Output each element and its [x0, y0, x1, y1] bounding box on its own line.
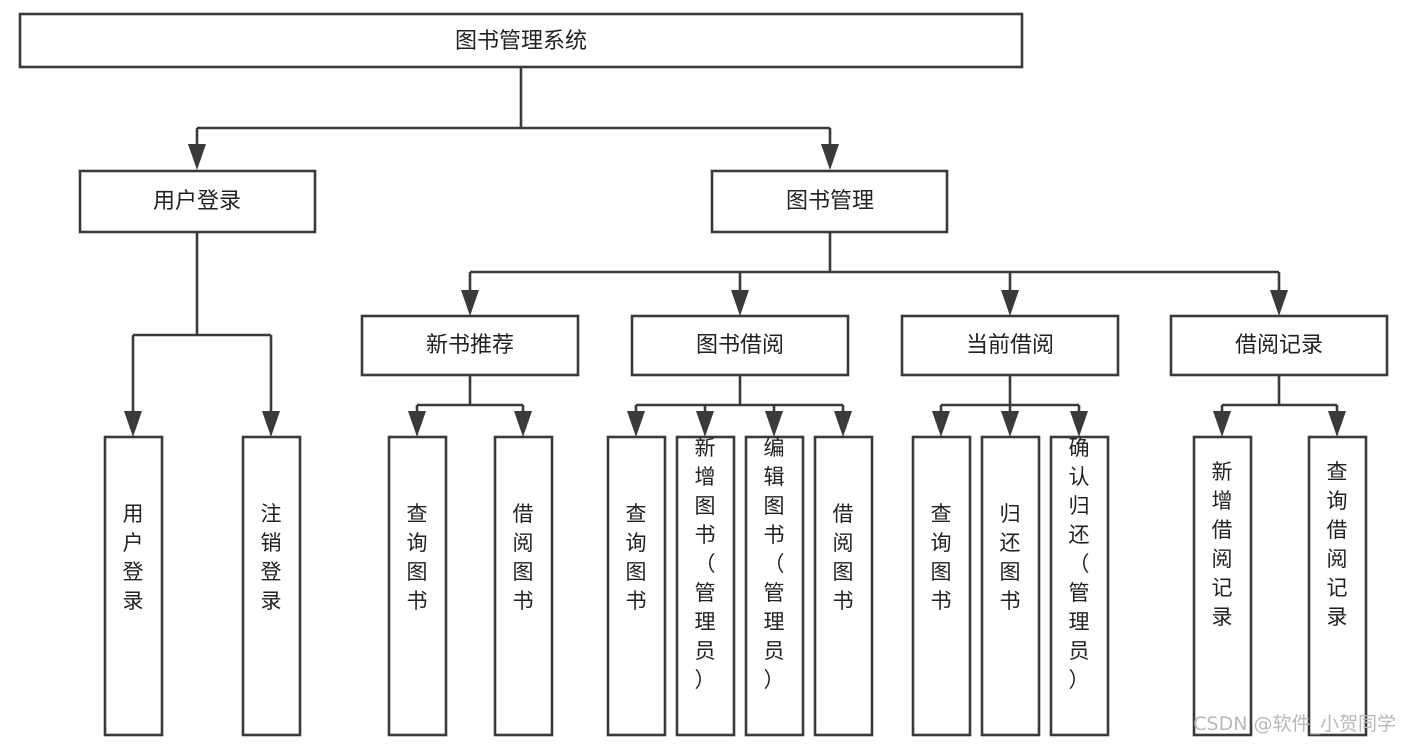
- leaf-add-book-box[interactable]: [675, 435, 736, 737]
- leaf-return-book-box[interactable]: [980, 435, 1041, 737]
- leaf-add-record[interactable]: 新增借阅记录: [1192, 435, 1253, 737]
- node-user-login-box[interactable]: [78, 169, 317, 234]
- leaf-borrow-book-1[interactable]: 借阅图书: [493, 435, 554, 737]
- leaf-return-book[interactable]: 归还图书: [980, 435, 1041, 737]
- connector-group-borrow-record: [1213, 375, 1346, 437]
- node-book-borrow-box[interactable]: [630, 314, 850, 377]
- node-book-borrow-label: 图书借阅: [696, 333, 784, 358]
- arrow-icon-to-leaf-logout-login: [262, 411, 280, 437]
- arrow-icon-to-leaf-borrow-book-2: [834, 411, 852, 437]
- arrow-icon-to-leaf-confirm-return: [1070, 411, 1088, 437]
- leaf-query-record-box[interactable]: [1307, 435, 1368, 737]
- leaf-user-login[interactable]: 用户登录: [103, 435, 164, 737]
- leaf-query-record-label: 查询借阅记录: [1327, 460, 1348, 629]
- arrow-icon-to-leaf-user-login: [124, 411, 142, 437]
- arrow-icon-to-leaf-add-record: [1213, 411, 1231, 437]
- connector-group-new-book-recommend: [408, 375, 532, 437]
- node-new-book-recommend-box[interactable]: [360, 314, 580, 377]
- leaf-borrow-book-2[interactable]: 借阅图书: [813, 435, 874, 737]
- leaf-edit-book[interactable]: 编辑图书（管理员）: [744, 435, 805, 737]
- leaf-borrow-book-1-label: 借阅图书: [513, 502, 534, 613]
- leaf-query-book-3-label: 查询图书: [931, 502, 952, 613]
- leaf-query-book-2-box[interactable]: [606, 435, 667, 737]
- node-book-manage-box[interactable]: [710, 169, 949, 234]
- arrow-icon-to-leaf-add-book: [696, 411, 714, 437]
- leaf-edit-book-box[interactable]: [744, 435, 805, 737]
- node-new-book-recommend[interactable]: 新书推荐: [360, 314, 580, 377]
- node-borrow-record-label: 借阅记录: [1235, 333, 1323, 358]
- arrow-icon-to-leaf-borrow-book-1: [514, 411, 532, 437]
- connector-group-book-borrow: [627, 375, 852, 437]
- leaf-user-login-label: 用户登录: [123, 502, 144, 613]
- arrow-icon-to-leaf-query-book-3: [932, 411, 950, 437]
- leaf-logout-login[interactable]: 注销登录: [241, 435, 302, 737]
- leaf-query-book-3[interactable]: 查询图书: [911, 435, 972, 737]
- leaf-edit-book-label: 编辑图书（管理员）: [764, 436, 785, 692]
- node-current-borrow-box[interactable]: [900, 314, 1120, 377]
- leaf-return-book-label: 归还图书: [1000, 502, 1021, 613]
- arrow-icon-to-leaf-query-book-1: [408, 411, 426, 437]
- leaf-query-book-3-box[interactable]: [911, 435, 972, 737]
- leaf-borrow-book-1-box[interactable]: [493, 435, 554, 737]
- leaf-confirm-return-label: 确认归还（管理员）: [1069, 436, 1090, 692]
- connector-group-root: [188, 67, 839, 170]
- node-user-login-label: 用户登录: [153, 189, 241, 214]
- leaf-borrow-book-2-label: 借阅图书: [833, 502, 854, 613]
- node-borrow-record-box[interactable]: [1169, 314, 1389, 377]
- leaf-add-record-label: 新增借阅记录: [1212, 460, 1233, 629]
- node-root-box[interactable]: [18, 12, 1024, 69]
- watermark-label: CSDN @软件_小贺同学: [1193, 713, 1396, 735]
- arrow-icon-to-book-borrow: [731, 290, 749, 316]
- arrow-icon-to-leaf-query-book-2: [627, 411, 645, 437]
- arrow-icon-to-leaf-edit-book: [765, 411, 783, 437]
- leaf-add-book-label: 新增图书（管理员）: [695, 436, 716, 692]
- leaf-query-book-2[interactable]: 查询图书: [606, 435, 667, 737]
- node-book-manage[interactable]: 图书管理: [710, 169, 949, 234]
- leaf-query-book-1[interactable]: 查询图书: [387, 435, 448, 737]
- arrow-icon-to-leaf-return-book: [1001, 411, 1019, 437]
- arrow-icon-to-current-borrow: [1001, 290, 1019, 316]
- leaf-logout-login-label: 注销登录: [261, 502, 282, 613]
- node-root-label: 图书管理系统: [455, 29, 587, 54]
- arrow-icon-to-leaf-query-record: [1328, 411, 1346, 437]
- node-book-manage-label: 图书管理: [786, 189, 874, 214]
- node-current-borrow-label: 当前借阅: [966, 333, 1054, 358]
- leaf-query-book-1-box[interactable]: [387, 435, 448, 737]
- arrow-icon-to-book-manage: [821, 144, 839, 170]
- leaf-confirm-return-box[interactable]: [1049, 435, 1110, 737]
- node-current-borrow[interactable]: 当前借阅: [900, 314, 1120, 377]
- node-user-login[interactable]: 用户登录: [78, 169, 317, 234]
- connector-group-current-borrow: [932, 375, 1088, 437]
- node-root[interactable]: 图书管理系统: [18, 12, 1024, 69]
- node-new-book-recommend-label: 新书推荐: [426, 333, 514, 358]
- connector-group-user-login: [124, 232, 280, 437]
- leaf-query-book-2-label: 查询图书: [626, 502, 647, 613]
- leaf-logout-login-box[interactable]: [241, 435, 302, 737]
- connector-group-book-manage: [461, 232, 1288, 316]
- arrow-icon-to-new-book-recommend: [461, 290, 479, 316]
- arrow-icon-to-borrow-record: [1270, 290, 1288, 316]
- leaf-user-login-box[interactable]: [103, 435, 164, 737]
- leaf-query-record[interactable]: 查询借阅记录: [1307, 435, 1368, 737]
- leaf-confirm-return[interactable]: 确认归还（管理员）: [1049, 435, 1110, 737]
- leaf-add-book[interactable]: 新增图书（管理员）: [675, 435, 736, 737]
- leaf-add-record-box[interactable]: [1192, 435, 1253, 737]
- arrow-icon-to-user-login: [188, 144, 206, 170]
- leaf-borrow-book-2-box[interactable]: [813, 435, 874, 737]
- leaf-query-book-1-label: 查询图书: [407, 502, 428, 613]
- node-book-borrow[interactable]: 图书借阅: [630, 314, 850, 377]
- node-borrow-record[interactable]: 借阅记录: [1169, 314, 1389, 377]
